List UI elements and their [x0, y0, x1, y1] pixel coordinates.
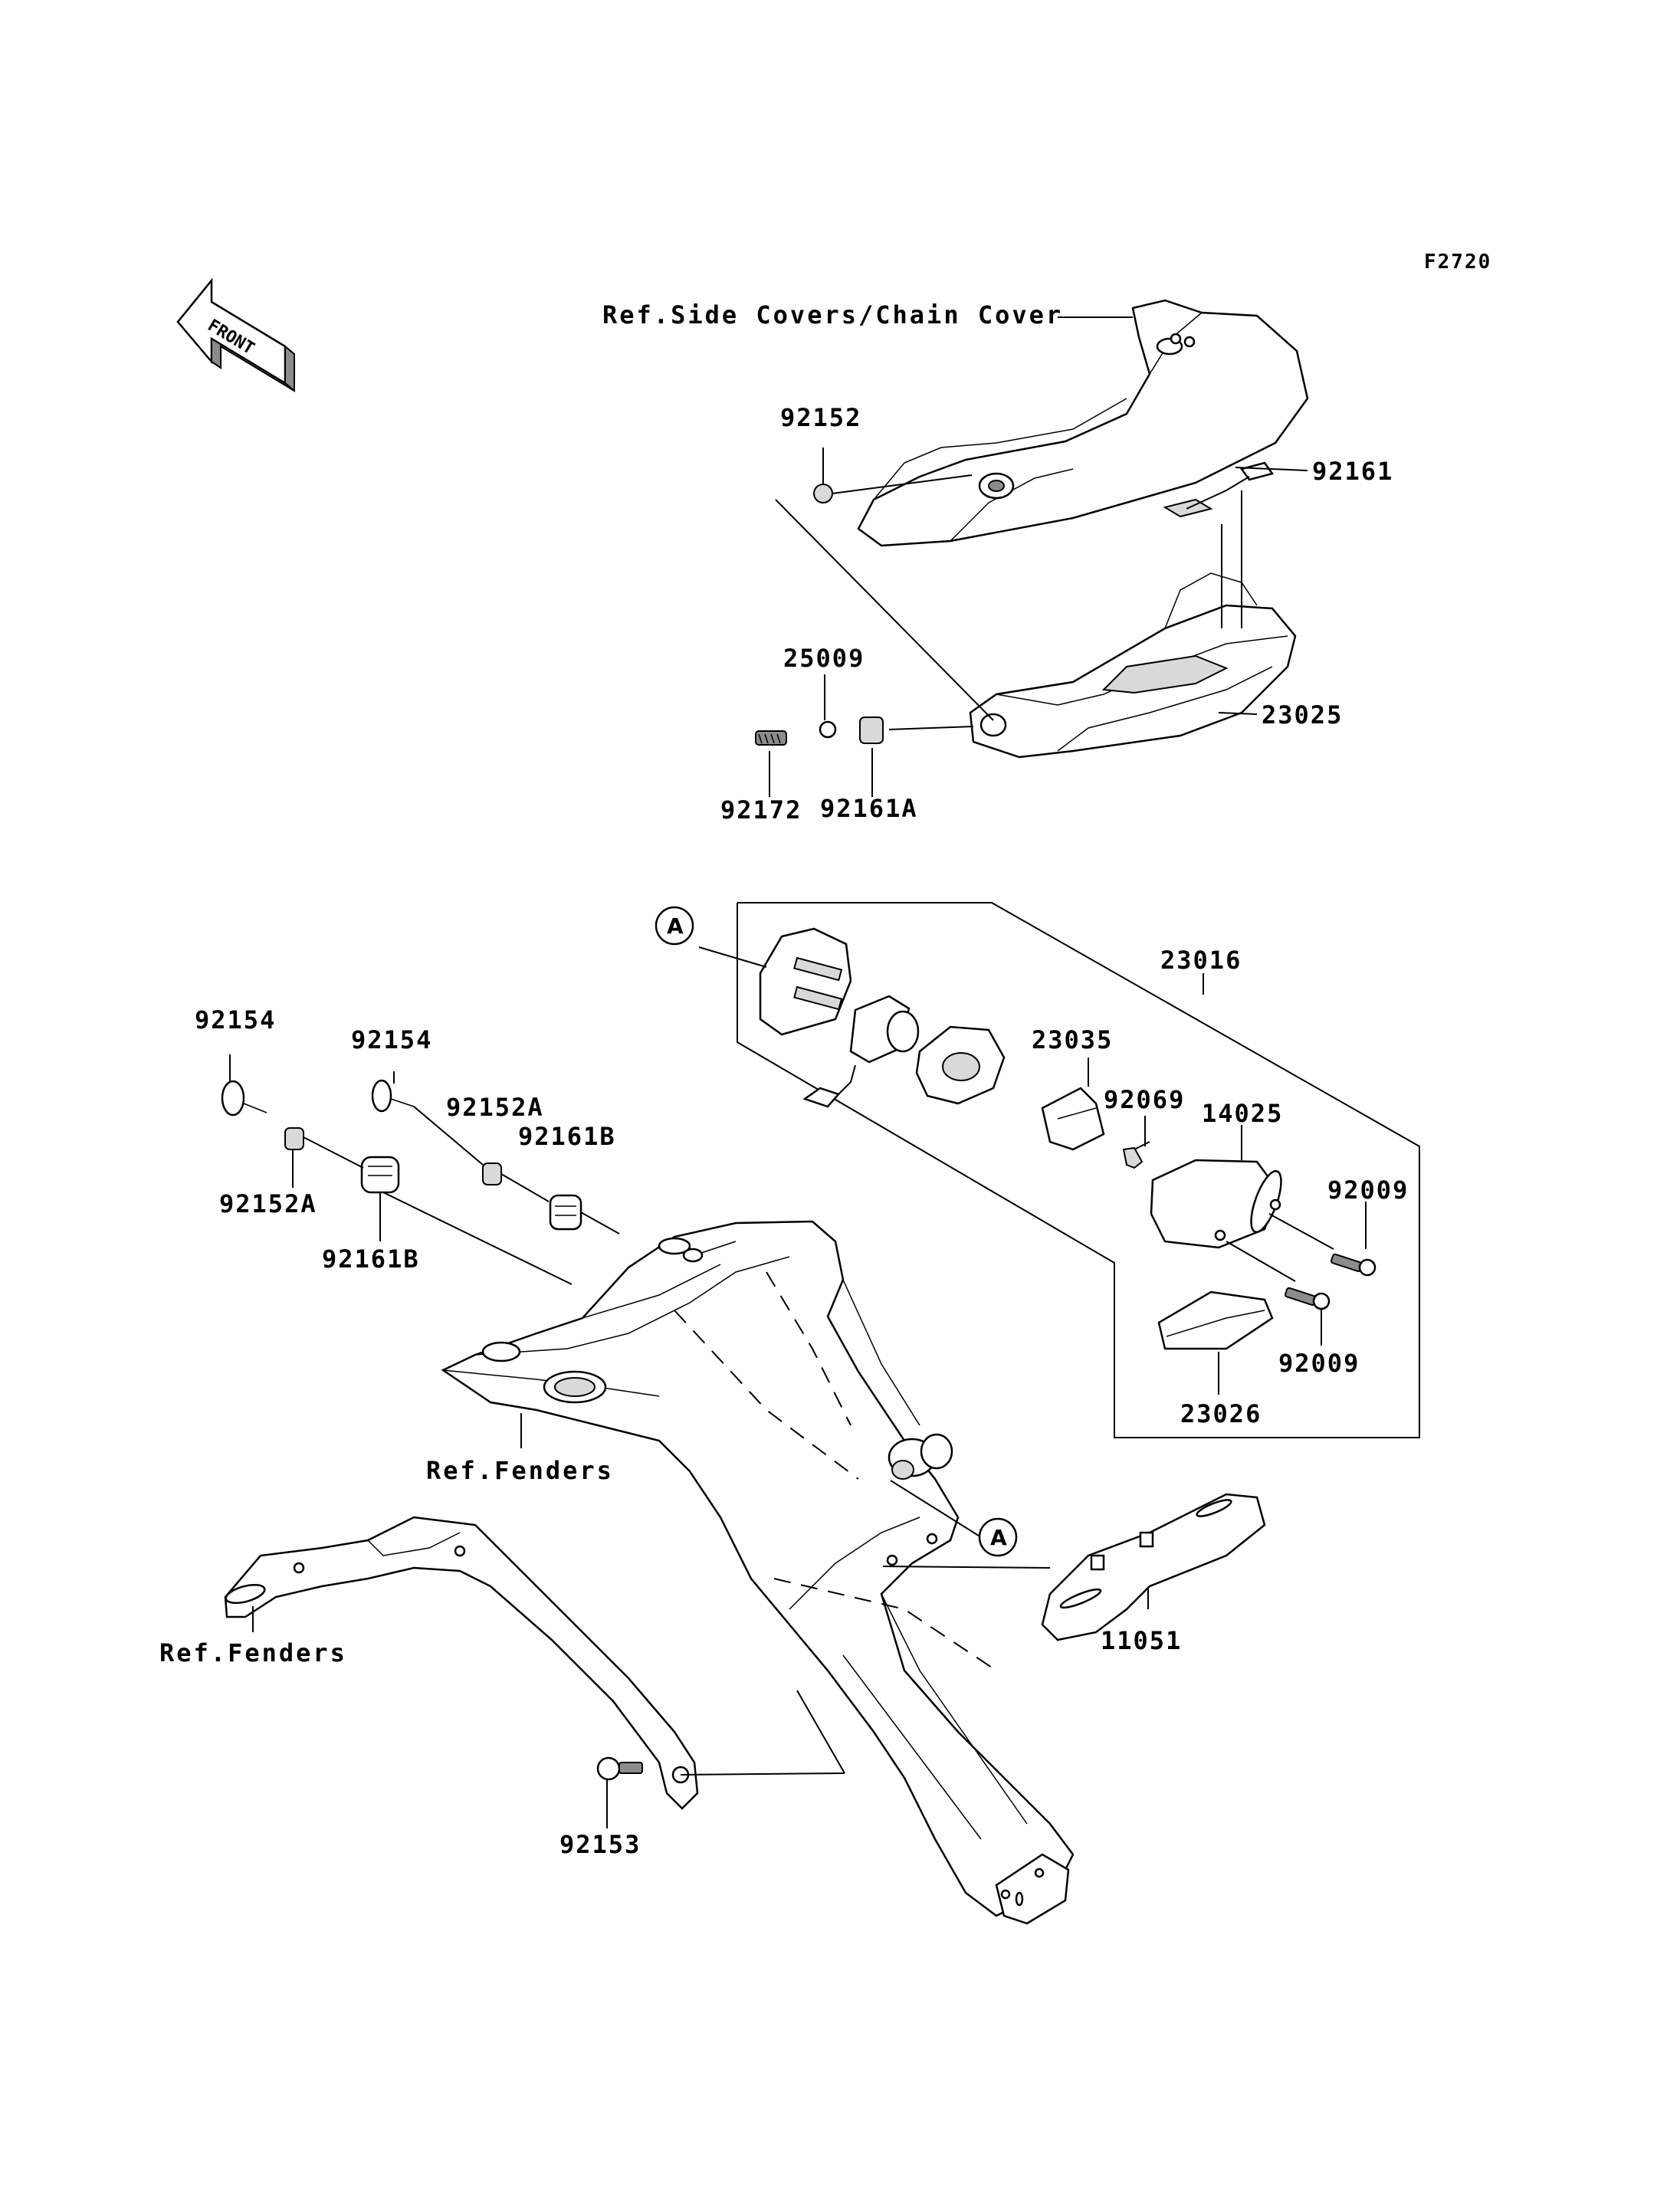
part-92069-label: 92069: [1104, 1085, 1185, 1114]
screws-92009: [1285, 1253, 1376, 1310]
callout-a-bottom-label: A: [990, 1525, 1007, 1550]
lower-stay-drawing: [224, 1516, 699, 1810]
lens-assembly-drawing: [759, 927, 1150, 1169]
figure-code: F2720: [1424, 251, 1491, 274]
part-92009-bottom-label: 92009: [1278, 1349, 1360, 1378]
part-92152a-left-label: 92152A: [219, 1189, 317, 1218]
tail-light-drawing: [969, 461, 1297, 759]
part-92009-top-label: 92009: [1327, 1176, 1409, 1205]
part-92154-left-label: 92154: [195, 1005, 276, 1035]
part-23016-label: 23016: [1160, 946, 1242, 975]
part-92161-label: 92161: [1312, 457, 1393, 486]
callout-a-bottom: A: [978, 1517, 1018, 1557]
left-hardware: [221, 1079, 643, 1781]
upper-hardware: [755, 484, 884, 746]
ref-fenders-lower-label: Ref.Fenders: [159, 1638, 347, 1667]
part-11051-label: 11051: [1101, 1626, 1182, 1655]
part-92161b-right-label: 92161B: [518, 1122, 616, 1151]
part-23025-label: 23025: [1262, 700, 1343, 730]
part-14025-label: 14025: [1202, 1099, 1283, 1128]
part-25009-label: 25009: [783, 644, 865, 673]
front-arrow-icon: FRONT: [176, 277, 295, 393]
part-92172-label: 92172: [720, 795, 802, 825]
part-92152-label: 92152: [780, 403, 861, 432]
part-92153-label: 92153: [559, 1830, 641, 1859]
part-92161b-left-label: 92161B: [322, 1244, 420, 1274]
part-23026-label: 23026: [1180, 1399, 1262, 1428]
part-92154-mid-label: 92154: [351, 1025, 432, 1054]
assembly-box: [737, 902, 1420, 1438]
rear-fender-drawing: [441, 1220, 1075, 1925]
leader-lines: [229, 316, 1367, 1828]
ref-fenders-upper-label: Ref.Fenders: [426, 1456, 614, 1485]
license-bracket-drawing: [1041, 1493, 1266, 1641]
callout-a-top-label: A: [667, 913, 684, 939]
lamp-housing-drawing: [1150, 1159, 1282, 1350]
part-92152a-mid-label: 92152A: [446, 1093, 544, 1122]
callout-a-top: A: [655, 906, 694, 946]
seat-cowl-drawing: [857, 299, 1309, 547]
part-23035-label: 23035: [1032, 1025, 1113, 1054]
part-92161a-label: 92161A: [820, 794, 918, 823]
ref-side-covers-label: Ref.Side Covers/Chain Cover: [602, 300, 1063, 330]
